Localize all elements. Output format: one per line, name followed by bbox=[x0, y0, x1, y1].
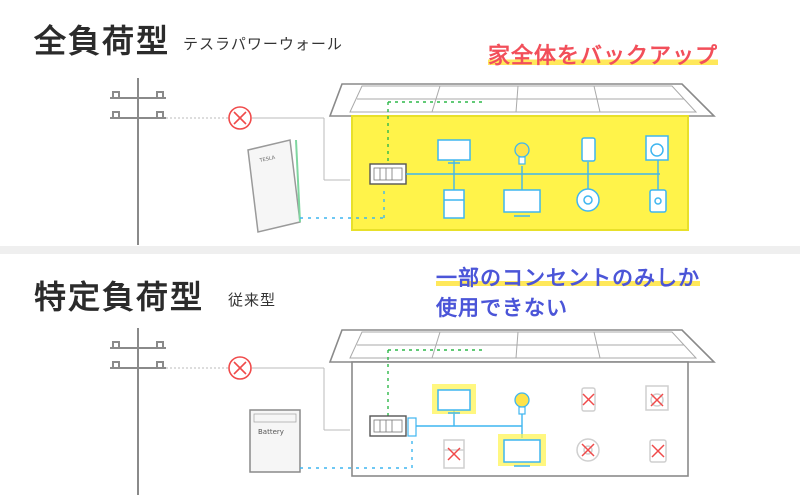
smartphone-icon bbox=[581, 387, 596, 412]
outlet-icon bbox=[649, 439, 667, 463]
distribution-board-icon bbox=[369, 415, 417, 437]
smartphone-icon bbox=[581, 137, 596, 162]
callout-partial-line2: 使用できない bbox=[436, 296, 568, 320]
solar-panel-icon bbox=[349, 331, 698, 359]
solar-panel-icon bbox=[349, 85, 698, 113]
light-bulb-icon bbox=[514, 142, 530, 165]
callout-partial-line1: 一部のコンセントのみしか bbox=[436, 266, 700, 290]
tv-icon bbox=[498, 434, 546, 467]
monitor-icon bbox=[437, 139, 471, 164]
refrigerator-icon bbox=[443, 439, 465, 469]
section-title-full-load: 全負荷型 bbox=[34, 22, 171, 60]
circuit-lines-top bbox=[406, 160, 660, 190]
refrigerator-icon bbox=[443, 189, 465, 219]
solar-feed-line-top bbox=[387, 101, 486, 164]
light-bulb-icon bbox=[514, 392, 530, 415]
battery-feed-line-top bbox=[300, 186, 385, 219]
powerwall-brand: TESLA bbox=[258, 155, 276, 164]
cross-circle-icon bbox=[228, 106, 252, 130]
cross-circle-icon bbox=[228, 356, 252, 380]
battery-label: Battery bbox=[258, 428, 284, 436]
washing-machine-icon bbox=[645, 135, 669, 161]
smoke-detector-icon bbox=[576, 188, 600, 212]
battery-feed-line-bottom bbox=[300, 438, 413, 469]
monitor-icon bbox=[432, 384, 476, 414]
tv-icon bbox=[503, 189, 541, 217]
outlet-icon bbox=[649, 189, 667, 213]
utility-pole-icon bbox=[110, 78, 166, 245]
section-divider bbox=[0, 246, 800, 254]
distribution-board-icon bbox=[369, 163, 407, 185]
battery-icon: Battery bbox=[249, 409, 301, 473]
utility-pole-icon bbox=[110, 328, 166, 495]
section-subtitle-conventional: 従来型 bbox=[228, 291, 277, 309]
house-roof-bottom bbox=[328, 329, 716, 363]
section-subtitle-tesla: テスラパワーウォール bbox=[183, 35, 343, 53]
powerwall-unit: TESLA bbox=[247, 139, 301, 233]
smoke-detector-icon bbox=[576, 438, 600, 462]
callout-whole-house: 家全体をバックアップ bbox=[488, 44, 719, 69]
section-title-specific-load: 特定負荷型 bbox=[34, 278, 205, 316]
house-roof-top bbox=[328, 83, 716, 117]
solar-feed-line-bottom bbox=[387, 349, 486, 416]
washing-machine-icon bbox=[645, 385, 669, 411]
